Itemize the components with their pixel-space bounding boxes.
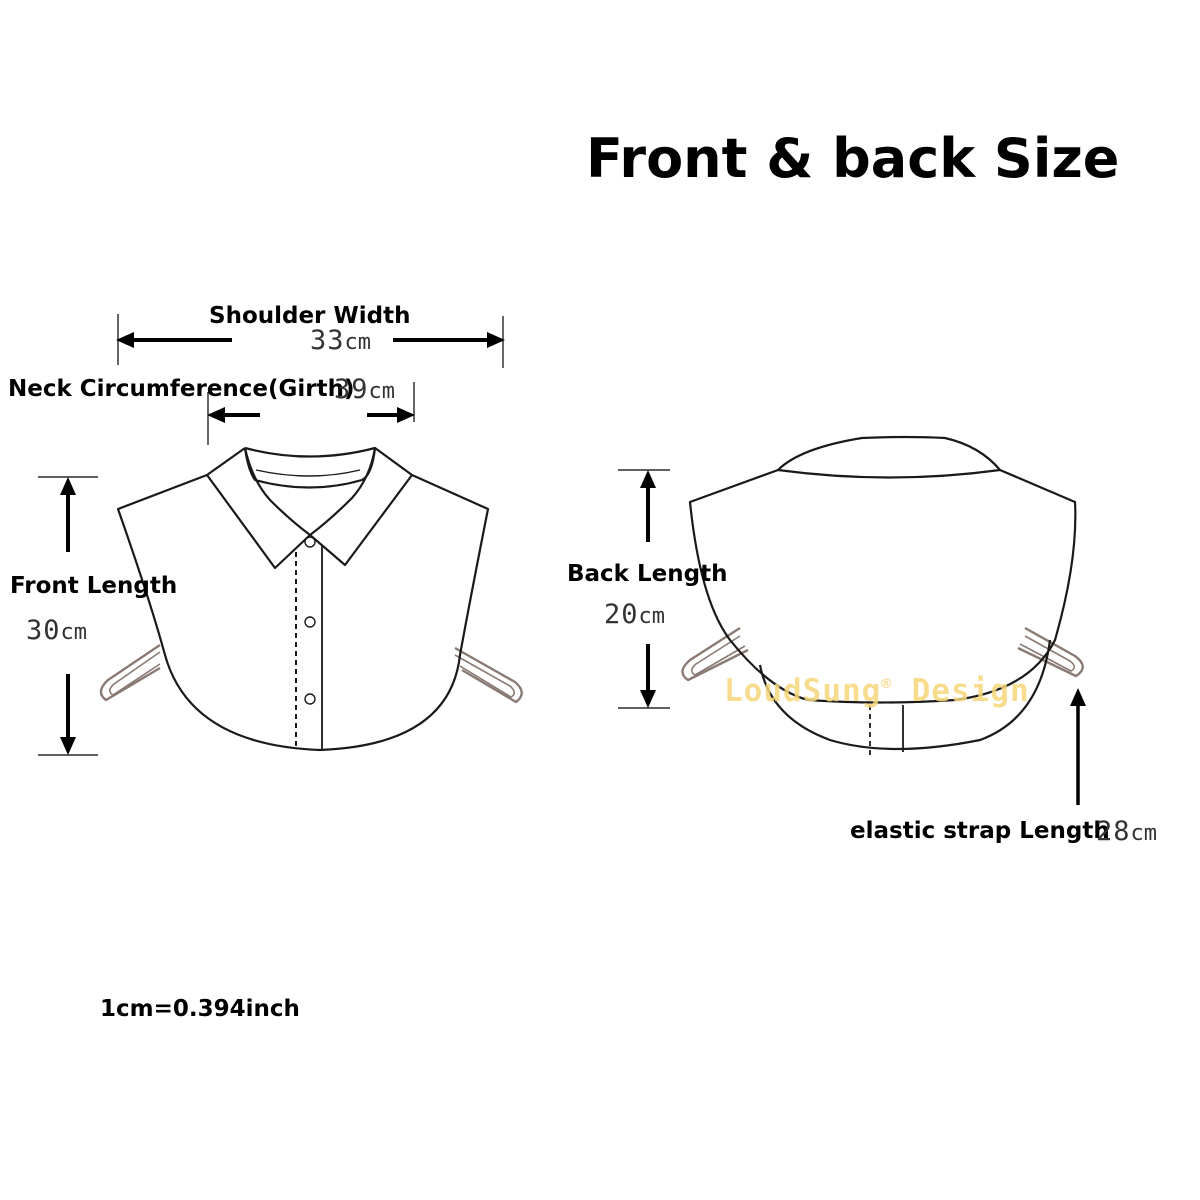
front-collar-drawing: [99, 446, 523, 752]
page-title: Front & back Size: [586, 127, 1120, 190]
front-length-label: Front Length: [10, 573, 178, 599]
front-right-strap-inner: [454, 654, 516, 698]
back-right-strap: [1017, 626, 1084, 678]
back-right-strap-inner: [1019, 635, 1076, 672]
front-button: [304, 616, 316, 628]
neck-circumference-label: Neck Circumference(Girth): [8, 376, 355, 402]
front-neckband: [243, 446, 377, 489]
neck-circumference-value: 39cm: [334, 374, 396, 405]
back-body-outline: [688, 468, 1077, 704]
shoulder-width-dimension: [116, 314, 505, 368]
shoulder-width-value: 33cm: [310, 325, 372, 356]
elastic-strap-length-label: elastic strap Length: [850, 818, 1110, 844]
elastic-strap-length-value: 28cm: [1096, 816, 1158, 847]
neck-circumference-dimension: [207, 382, 415, 445]
unit-conversion-note: 1cm=0.394inch: [100, 996, 300, 1022]
front-button: [304, 536, 316, 548]
shoulder-width-label: Shoulder Width: [209, 303, 411, 329]
back-left-strap: [681, 626, 749, 682]
front-body-outline: [116, 473, 490, 752]
front-left-collar: [205, 447, 312, 570]
front-left-strap: [99, 644, 161, 702]
front-right-collar: [308, 447, 414, 567]
elastic-strap-arrow: [1070, 688, 1086, 805]
back-collar-band: [777, 435, 1002, 479]
back-left-strap-inner: [690, 635, 746, 676]
front-button: [304, 693, 316, 705]
back-collar-drawing: [681, 435, 1084, 755]
back-length-dimension: [618, 469, 670, 709]
brand-watermark: LoudSung® Design: [724, 673, 1030, 709]
front-left-strap-inner: [108, 651, 161, 696]
back-length-label: Back Length: [567, 561, 728, 587]
front-right-strap: [454, 646, 523, 704]
front-length-value: 30cm: [26, 615, 88, 646]
front-length-dimension: [38, 476, 98, 756]
back-length-value: 20cm: [604, 599, 666, 630]
